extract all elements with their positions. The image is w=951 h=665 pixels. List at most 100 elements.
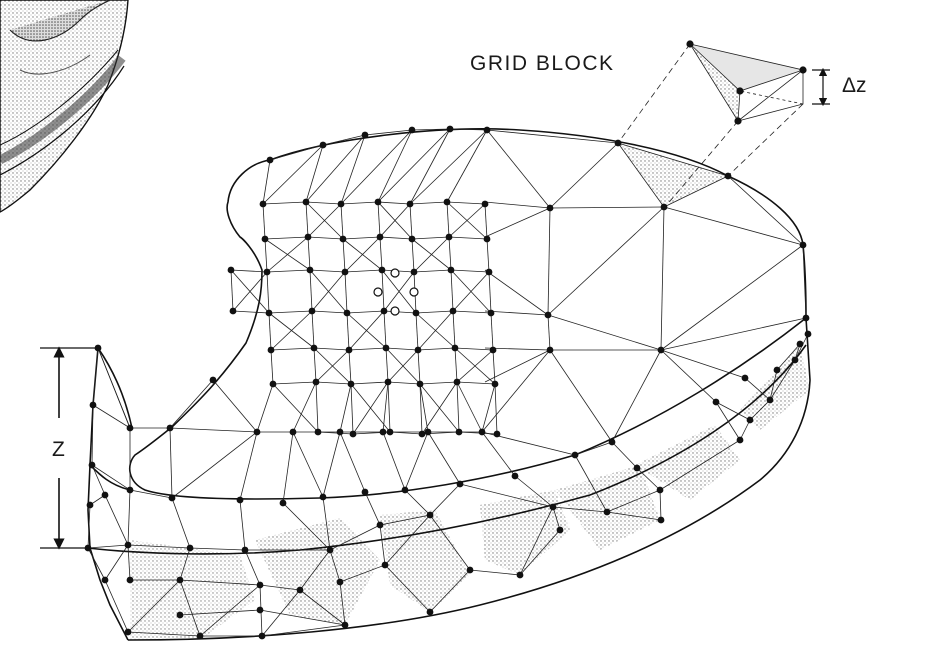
mesh-edge xyxy=(379,514,431,526)
mesh-node xyxy=(410,268,418,276)
mesh-edge xyxy=(381,269,385,312)
mesh-edge xyxy=(484,201,551,209)
mesh-node xyxy=(279,499,287,507)
mesh-edge xyxy=(385,347,419,351)
mesh-edge xyxy=(92,404,131,429)
mesh-edge xyxy=(342,236,381,240)
mesh-edge xyxy=(305,201,342,205)
mesh-edge xyxy=(127,489,131,546)
mesh-edge xyxy=(179,609,261,616)
mesh-node xyxy=(263,268,271,276)
mesh-edge xyxy=(404,431,429,491)
mesh-node xyxy=(361,488,369,496)
mesh-edge xyxy=(454,347,458,383)
mesh-node xyxy=(766,396,774,404)
mesh-edge xyxy=(87,544,129,549)
mesh-edge xyxy=(660,349,717,403)
mesh-edge xyxy=(259,584,301,591)
mesh-edge xyxy=(329,549,341,583)
mesh-node xyxy=(339,235,347,243)
mesh-node xyxy=(347,380,355,388)
mesh-edge xyxy=(452,271,490,312)
mesh-edge xyxy=(322,431,341,498)
mesh-node xyxy=(791,356,799,364)
mesh-edge xyxy=(256,383,274,433)
mesh-edge xyxy=(305,201,309,238)
mesh-node xyxy=(302,198,310,206)
mesh-node xyxy=(241,546,249,554)
mesh-node xyxy=(746,416,754,424)
mesh-edge xyxy=(348,310,385,351)
mesh-edge xyxy=(350,383,354,435)
mesh-edge xyxy=(450,269,490,273)
mesh-edge xyxy=(552,506,561,531)
mesh-edge xyxy=(417,347,456,351)
mesh-node xyxy=(408,126,416,134)
mesh-edge xyxy=(364,491,381,526)
mesh-edge xyxy=(91,404,94,466)
mesh-edge xyxy=(547,314,662,351)
mesh-edge xyxy=(299,549,331,591)
mesh-edge xyxy=(266,236,309,273)
grid-block-node xyxy=(686,40,694,48)
mesh-edge xyxy=(769,369,778,401)
mesh-node xyxy=(456,480,464,488)
mesh-edge xyxy=(659,439,741,491)
mesh-node xyxy=(445,233,453,241)
mesh-edge xyxy=(315,349,350,383)
mesh-node xyxy=(289,428,297,436)
mesh-edge xyxy=(409,128,451,205)
mesh-node xyxy=(804,330,812,338)
mesh-edge xyxy=(617,142,665,208)
mesh-edge xyxy=(481,431,516,477)
mesh-nodes xyxy=(84,125,812,640)
mesh-edge xyxy=(574,454,608,513)
mesh-edge xyxy=(309,269,313,312)
mesh-edge xyxy=(385,347,389,383)
mesh-node xyxy=(236,496,244,504)
mesh-edge xyxy=(344,271,348,314)
mesh-edge xyxy=(104,494,129,546)
mesh-edge xyxy=(91,464,106,496)
mesh-edge xyxy=(617,142,729,177)
mesh-edge xyxy=(307,236,344,240)
mesh-node xyxy=(341,621,349,629)
mesh-node xyxy=(349,430,357,438)
mesh-edge xyxy=(269,144,324,161)
mesh-edge xyxy=(448,236,488,240)
mesh-node xyxy=(259,200,267,208)
mesh-edge xyxy=(387,381,391,433)
mesh-edge xyxy=(413,236,450,273)
mesh-node xyxy=(101,491,109,499)
mesh-edge xyxy=(344,236,381,273)
mesh-edge xyxy=(409,203,413,240)
mesh-edge xyxy=(179,579,201,637)
mesh-node xyxy=(101,576,109,584)
mesh-edge xyxy=(415,312,419,351)
mesh-edge xyxy=(266,271,270,314)
mesh-node xyxy=(382,344,390,352)
mesh-node xyxy=(126,486,134,494)
mesh-node xyxy=(94,344,102,352)
mesh-edge xyxy=(547,207,551,316)
mesh-node xyxy=(608,438,616,446)
mesh-node xyxy=(229,307,237,315)
mesh-edge xyxy=(305,144,324,203)
mesh-node xyxy=(124,541,132,549)
mesh-edge xyxy=(171,431,258,499)
mesh-edge xyxy=(282,431,294,504)
mesh-node xyxy=(312,378,320,386)
mesh-edge xyxy=(244,549,261,586)
mesh-node xyxy=(196,632,204,640)
mesh-edge xyxy=(379,203,411,238)
mesh-node xyxy=(336,428,344,436)
mesh-edge xyxy=(382,431,406,491)
mesh-edge xyxy=(419,383,429,433)
mesh-node xyxy=(166,424,174,432)
mesh-edge xyxy=(611,441,638,469)
mesh-edge xyxy=(129,489,173,499)
triangular-mesh-lines xyxy=(87,128,809,637)
open-node xyxy=(390,306,400,316)
mesh-edge xyxy=(663,175,729,208)
